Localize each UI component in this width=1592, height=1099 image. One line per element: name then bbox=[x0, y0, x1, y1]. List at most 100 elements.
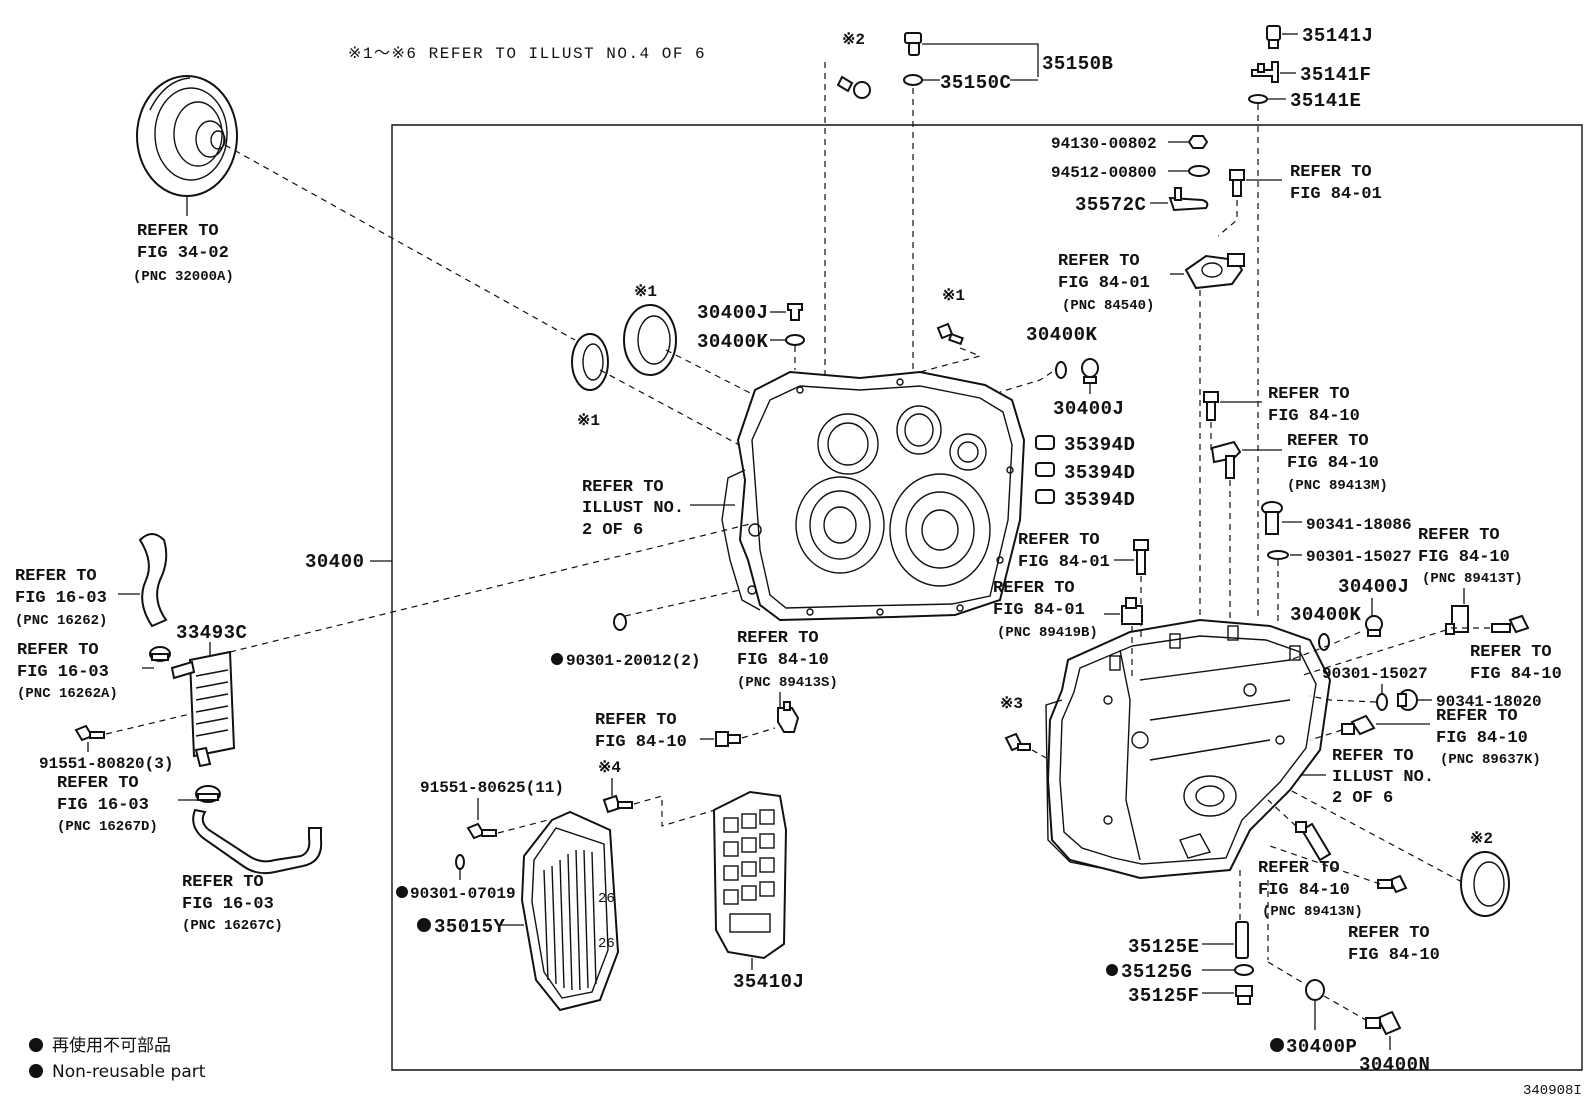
part-90341-18086[interactable]: 90341-18086 bbox=[1306, 516, 1412, 534]
part-30400P[interactable]: 30400P bbox=[1286, 1036, 1357, 1058]
sensor-89419B[interactable] bbox=[1121, 597, 1143, 625]
bolt-ref-8410-a[interactable] bbox=[715, 731, 741, 747]
bolt-ref-8401-case[interactable] bbox=[1133, 539, 1149, 575]
ref-fig-84-10-right[interactable]: REFER TO FIG 84-10 bbox=[1268, 385, 1360, 426]
oil-seal-mark-2[interactable] bbox=[1460, 851, 1510, 917]
oring-30400K-a[interactable] bbox=[785, 334, 805, 346]
part-35150B[interactable]: 35150B bbox=[1042, 53, 1113, 75]
oring-30400K-c[interactable] bbox=[1318, 633, 1330, 651]
part-35141J[interactable]: 35141J bbox=[1302, 25, 1373, 47]
hose-16267C[interactable] bbox=[192, 808, 323, 875]
plug-35141J[interactable] bbox=[1266, 25, 1281, 49]
plug-30400J-a[interactable] bbox=[787, 303, 803, 321]
plug-30400J-b[interactable] bbox=[1081, 358, 1099, 384]
oil-seal-a[interactable] bbox=[623, 304, 677, 376]
bolt-91551-80820[interactable] bbox=[74, 724, 105, 742]
plug-35394D-a[interactable] bbox=[1035, 435, 1055, 450]
bolt-91551-80625[interactable] bbox=[466, 822, 497, 840]
plug-35394D-c[interactable] bbox=[1035, 489, 1055, 504]
ref-fig-84-01-case[interactable]: REFER TO FIG 84-01 bbox=[1018, 531, 1110, 572]
part-30400K-c[interactable]: 30400K bbox=[1290, 604, 1362, 626]
part-30400[interactable]: 30400 bbox=[305, 551, 365, 573]
ref-fig-84-01-89419B[interactable]: REFER TO FIG 84-01 (PNC 89419B) bbox=[993, 579, 1098, 641]
ref-fig-16-03-16267D[interactable]: REFER TO FIG 16-03 (PNC 16267D) bbox=[57, 774, 158, 835]
bolt-mark-2[interactable] bbox=[836, 75, 871, 99]
washer-94512[interactable] bbox=[1188, 165, 1210, 177]
gasket-35125G[interactable] bbox=[1234, 964, 1254, 976]
ref-fig-84-10-89413S[interactable]: REFER TO FIG 84-10 (PNC 89413S) bbox=[737, 629, 838, 691]
part-35125F[interactable]: 35125F bbox=[1128, 985, 1199, 1007]
gasket-30400P[interactable] bbox=[1305, 979, 1325, 1001]
torque-converter[interactable] bbox=[136, 75, 238, 197]
plug-30400J-c[interactable] bbox=[1365, 615, 1383, 637]
part-30400K-b[interactable]: 30400K bbox=[1026, 324, 1098, 346]
part-35394D-c[interactable]: 35394D bbox=[1064, 489, 1135, 511]
ref-torque-converter[interactable]: REFER TO FIG 34-02 (PNC 32000A) bbox=[133, 222, 234, 285]
clamp-16262A[interactable] bbox=[149, 646, 171, 662]
part-94512-00800[interactable]: 94512-00800 bbox=[1051, 164, 1157, 182]
part-90301-15027-b[interactable]: 90301-15027 bbox=[1322, 665, 1428, 683]
plug-30400N[interactable] bbox=[1365, 1010, 1402, 1036]
part-30400J-c[interactable]: 30400J bbox=[1338, 576, 1409, 598]
part-35141E[interactable]: 35141E bbox=[1290, 90, 1361, 112]
part-91551-80820[interactable]: 91551-80820(3) bbox=[39, 755, 173, 773]
ref-fig-84-01-top[interactable]: REFER TO FIG 84-01 bbox=[1290, 163, 1382, 204]
gasket-90301-07019[interactable] bbox=[455, 854, 465, 870]
sensor-89413S[interactable] bbox=[777, 701, 800, 733]
sensor-89637K[interactable] bbox=[1341, 714, 1376, 736]
part-91551-80625[interactable]: 91551-80625(11) bbox=[420, 779, 564, 797]
part-35125E[interactable]: 35125E bbox=[1128, 936, 1199, 958]
part-35410J[interactable]: 35410J bbox=[733, 971, 804, 993]
ref-fig-84-10-89413M[interactable]: REFER TO FIG 84-10 (PNC 89413M) bbox=[1287, 432, 1388, 494]
oil-pan-35015Y[interactable]: 26 26 bbox=[520, 810, 620, 1012]
ref-fig-84-10-89413T[interactable]: REFER TO FIG 84-10 (PNC 89413T) bbox=[1418, 526, 1523, 587]
neutral-start-switch[interactable] bbox=[1184, 253, 1245, 290]
ref-illust-2of6-left[interactable]: REFER TO ILLUST NO. 2 OF 6 bbox=[582, 478, 684, 540]
oring-30400K-b[interactable] bbox=[1055, 361, 1067, 379]
plug-90341-18086[interactable] bbox=[1261, 501, 1283, 535]
oring-35141E[interactable] bbox=[1248, 94, 1268, 104]
bolt-ref-8410-far-right[interactable] bbox=[1491, 614, 1530, 634]
nut-35125F[interactable] bbox=[1235, 985, 1253, 1005]
part-90301-20012[interactable]: 90301-20012(2) bbox=[566, 652, 700, 670]
oil-seal-b[interactable] bbox=[571, 333, 609, 391]
clamp-16267D[interactable] bbox=[195, 785, 221, 803]
ref-fig-16-03-16267C[interactable]: REFER TO FIG 16-03 (PNC 16267C) bbox=[182, 873, 283, 934]
part-90341-18020[interactable]: 90341-18020 bbox=[1436, 693, 1542, 711]
part-33493C[interactable]: 33493C bbox=[176, 622, 247, 644]
ref-fig-84-01-84540[interactable]: REFER TO FIG 84-01 (PNC 84540) bbox=[1058, 252, 1154, 314]
bolt-mark-1[interactable] bbox=[936, 322, 964, 346]
valve-body-35410J[interactable] bbox=[712, 790, 788, 960]
ref-fig-84-10-far-right[interactable]: REFER TO FIG 84-10 bbox=[1470, 643, 1562, 684]
plug-35394D-b[interactable] bbox=[1035, 462, 1055, 477]
plug-35150B[interactable] bbox=[904, 32, 922, 56]
bolt-mark-4[interactable] bbox=[602, 794, 633, 814]
gasket-35150C[interactable] bbox=[903, 74, 923, 86]
part-35150C[interactable]: 35150C bbox=[940, 72, 1011, 94]
stud-35125E[interactable] bbox=[1235, 921, 1249, 959]
bolt-ref-8410-right[interactable] bbox=[1203, 391, 1219, 421]
hose-16262[interactable] bbox=[138, 533, 168, 628]
part-30400K-a[interactable]: 30400K bbox=[697, 331, 769, 353]
part-90301-07019[interactable]: 90301-07019 bbox=[410, 885, 516, 903]
part-30400N[interactable]: 30400N bbox=[1359, 1054, 1430, 1076]
part-35394D-a[interactable]: 35394D bbox=[1064, 434, 1135, 456]
oil-cooler-33493C[interactable] bbox=[170, 650, 236, 768]
sensor-89413T[interactable] bbox=[1445, 605, 1469, 635]
ref-fig-84-10-89637K[interactable]: REFER TO FIG 84-10 (PNC 89637K) bbox=[1436, 707, 1541, 768]
ref-fig-84-10-bottom[interactable]: REFER TO FIG 84-10 bbox=[1348, 924, 1440, 965]
bolt-ref-8401-top[interactable] bbox=[1229, 169, 1245, 197]
ref-fig-16-03-16262[interactable]: REFER TO FIG 16-03 (PNC 16262) bbox=[15, 567, 107, 629]
bolt-mark-3[interactable] bbox=[1004, 732, 1031, 752]
lever-35572C[interactable] bbox=[1168, 187, 1209, 212]
part-35125G[interactable]: 35125G bbox=[1121, 961, 1192, 983]
nut-94130[interactable] bbox=[1187, 135, 1209, 149]
gasket-90301-15027-a[interactable] bbox=[1267, 550, 1289, 560]
ref-fig-84-10-89413N[interactable]: REFER TO FIG 84-10 (PNC 89413N) bbox=[1258, 859, 1363, 920]
part-35015Y[interactable]: 35015Y bbox=[434, 916, 506, 938]
ref-illust-2of6-right[interactable]: REFER TO ILLUST NO. 2 OF 6 bbox=[1332, 747, 1434, 808]
gasket-90301-15027-b[interactable] bbox=[1376, 693, 1388, 711]
part-90301-15027-a[interactable]: 90301-15027 bbox=[1306, 548, 1412, 566]
part-30400J-a[interactable]: 30400J bbox=[697, 302, 768, 324]
part-35394D-b[interactable]: 35394D bbox=[1064, 462, 1135, 484]
